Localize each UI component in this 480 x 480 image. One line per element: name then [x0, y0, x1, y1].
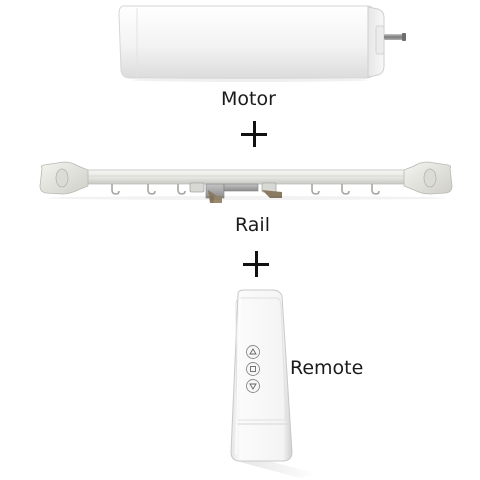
plus-icon — [243, 251, 269, 277]
motor-label: Motor — [221, 88, 276, 110]
remote-label: Remote — [290, 357, 364, 379]
stop-icon — [246, 362, 260, 376]
arrow-up-icon — [246, 345, 260, 359]
rail-label: Rail — [235, 214, 270, 236]
plus-icon — [241, 121, 267, 147]
arrow-down-icon — [246, 379, 260, 393]
